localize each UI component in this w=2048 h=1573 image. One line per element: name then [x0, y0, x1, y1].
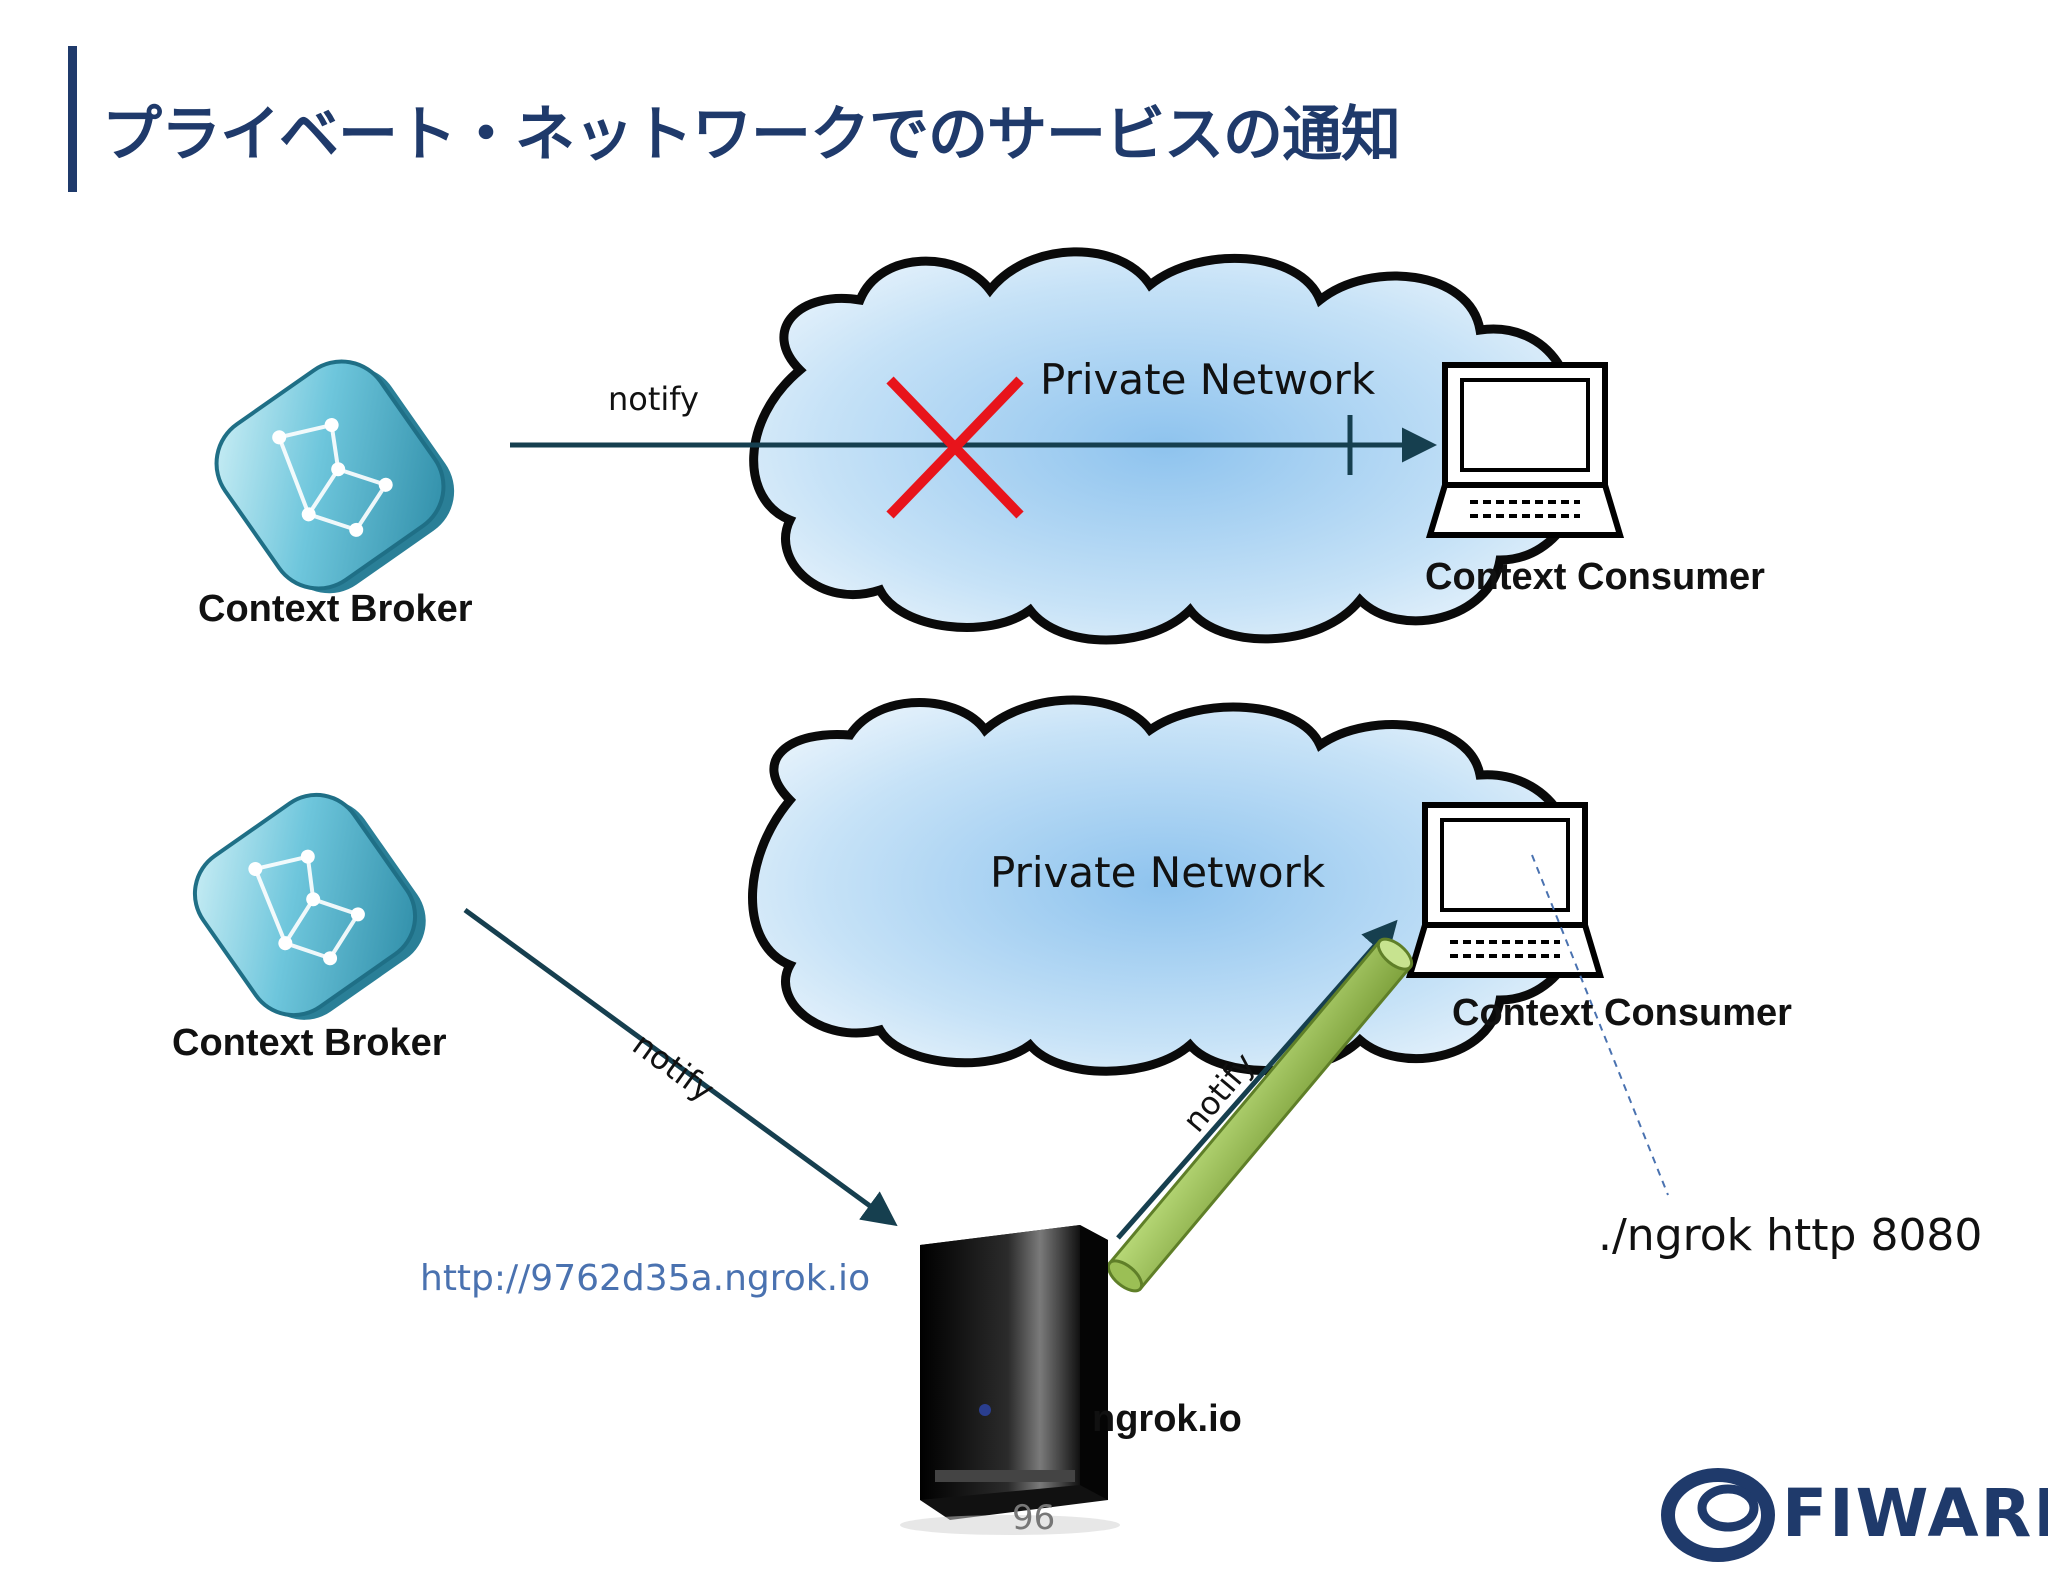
fiware-logo-icon	[1661, 1468, 1775, 1562]
notify-label-top: notify	[608, 380, 699, 418]
fiware-logo-text: FIWARE	[1782, 1475, 2048, 1552]
private-network-label-bottom: Private Network	[990, 848, 1326, 897]
ngrok-tunnel-pipe	[1106, 937, 1414, 1293]
notify-arrow-ngrok-to-consumer	[1116, 919, 1398, 1240]
ngrok-server-icon	[900, 1225, 1120, 1535]
context-consumer-label-top: Context Consumer	[1425, 556, 1765, 598]
context-broker-icon-top	[214, 359, 455, 594]
notify-arrow-broker-to-ngrok	[463, 907, 898, 1227]
slide-title: プライベート・ネットワークでのサービスの通知	[102, 100, 1401, 170]
page-number: 96	[1012, 1498, 1056, 1538]
laptop-icon-top	[1425, 362, 1625, 538]
laptop-icon-bottom	[1405, 802, 1605, 978]
context-consumer-label-bottom: Context Consumer	[1452, 992, 1792, 1034]
command-connector-line	[1531, 854, 1669, 1196]
context-broker-label-bottom: Context Broker	[172, 1022, 447, 1064]
private-network-label-top: Private Network	[1040, 355, 1376, 404]
blocked-cross-icon	[886, 376, 1024, 519]
title-accent-bar	[68, 46, 77, 192]
context-broker-label-top: Context Broker	[198, 588, 473, 630]
context-broker-icon-bottom	[192, 792, 426, 1020]
ngrok-command-label: ./ngrok http 8080	[1598, 1210, 1983, 1261]
ngrok-server-label: ngrok.io	[1092, 1398, 1242, 1440]
notify-arrow-top	[510, 415, 1437, 475]
ngrok-url-label: http://9762d35a.ngrok.io	[420, 1258, 871, 1299]
